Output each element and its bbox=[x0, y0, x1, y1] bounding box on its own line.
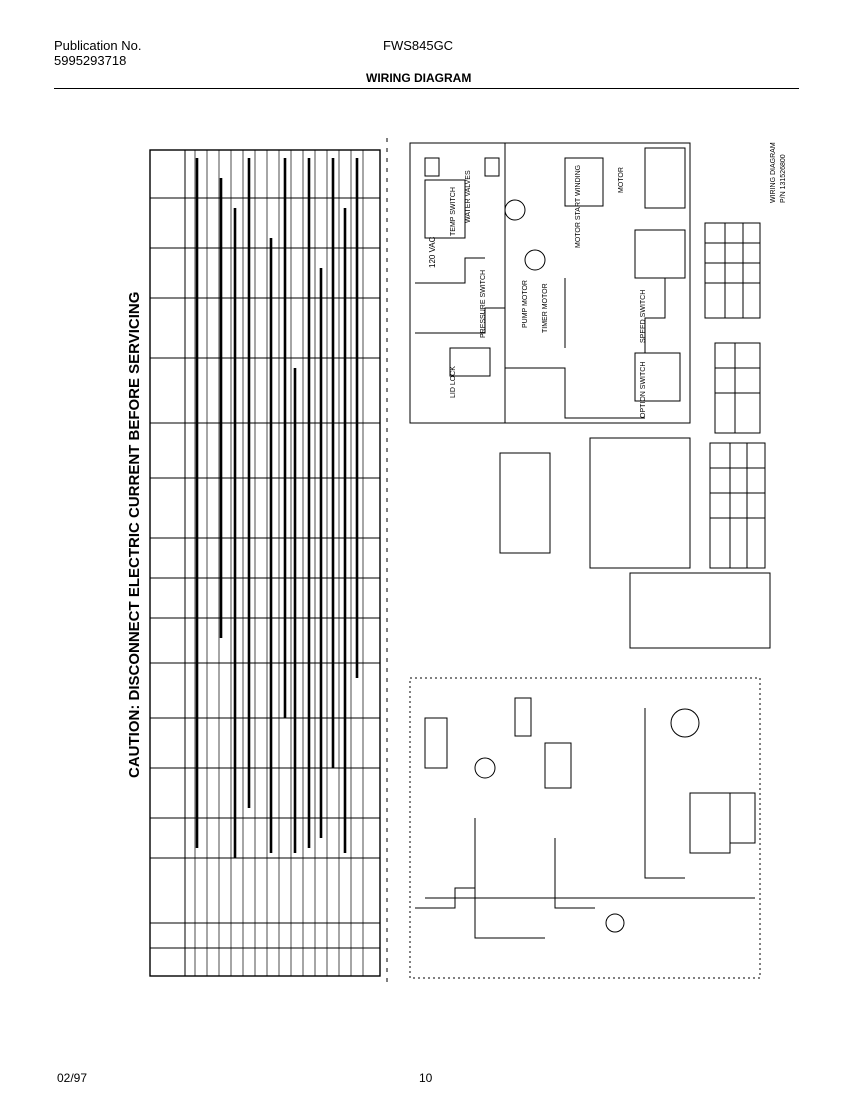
pump-motor-label: PUMP MOTOR bbox=[522, 280, 529, 328]
motor-label: MOTOR bbox=[618, 167, 625, 193]
wiring-diagram-label: WIRING DIAGRAM bbox=[770, 142, 777, 203]
caution-text: CAUTION: DISCONNECT ELECTRIC CURRENT BEF… bbox=[126, 292, 143, 778]
part-number-label: P/N 131526800 bbox=[780, 154, 787, 203]
motor-start-winding-label: MOTOR START WINDING bbox=[575, 165, 582, 248]
page-title: WIRING DIAGRAM bbox=[366, 71, 472, 85]
wiring-diagram-svg: CAUTION: DISCONNECT ELECTRIC CURRENT BEF… bbox=[126, 138, 787, 988]
speed-switch-label: SPEED SWITCH bbox=[640, 290, 647, 343]
publication-number: 5995293718 bbox=[54, 53, 127, 68]
page-number: 10 bbox=[419, 1071, 433, 1085]
wiring-diagram: CAUTION: DISCONNECT ELECTRIC CURRENT BEF… bbox=[125, 118, 805, 998]
header-rule bbox=[54, 88, 799, 89]
timer-motor-label: TIMER MOTOR bbox=[542, 283, 549, 333]
publication-label: Publication No. bbox=[54, 38, 142, 53]
option-switch-label: OPTION SWITCH bbox=[640, 362, 647, 418]
model-number: FWS845GC bbox=[383, 38, 454, 53]
voltage-label: 120 VAC bbox=[428, 236, 437, 268]
footer-date: 02/97 bbox=[57, 1071, 88, 1085]
temp-switch-label: TEMP SWITCH bbox=[450, 187, 457, 236]
pressure-switch-label: PRESSURE SWITCH bbox=[480, 270, 487, 338]
lid-lock-label: LID LOCK bbox=[450, 366, 457, 398]
water-valves-label: WATER VALVES bbox=[465, 170, 472, 223]
